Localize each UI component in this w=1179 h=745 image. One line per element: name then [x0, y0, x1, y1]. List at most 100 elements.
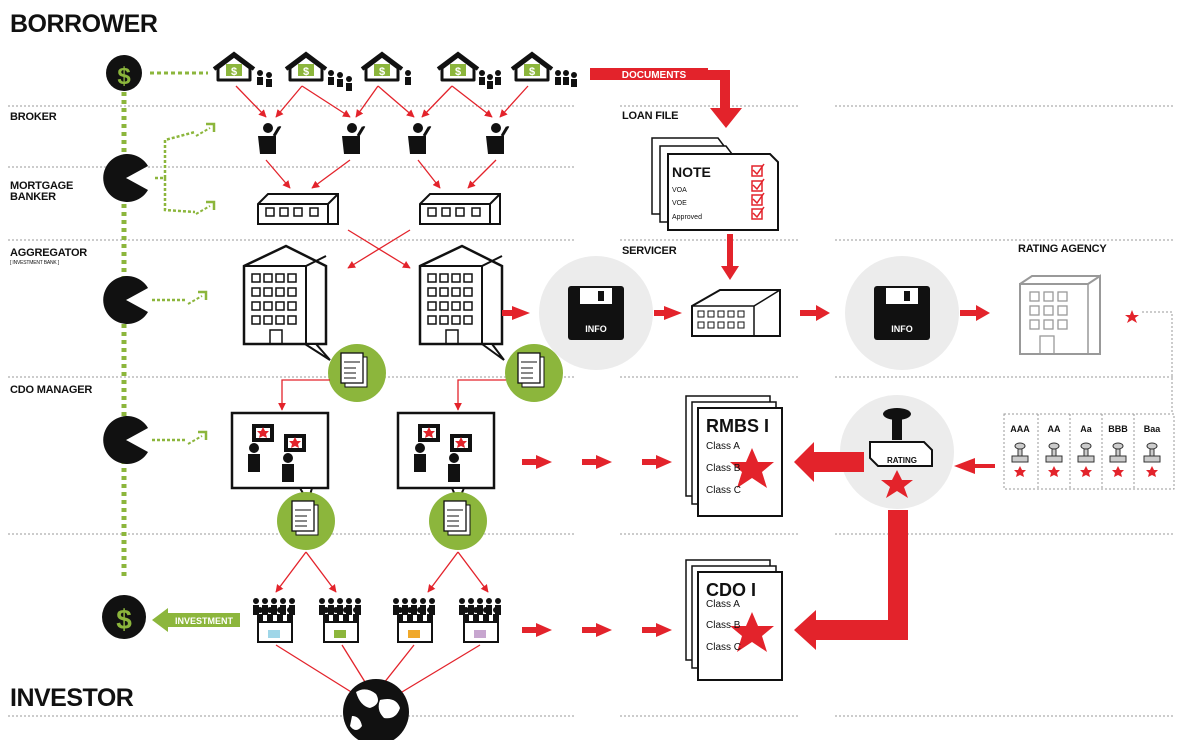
fee-arrow-head [194, 122, 216, 138]
rating-label: RATING [887, 456, 917, 465]
cdo-title: CDO I [706, 580, 756, 600]
aggregator-doc-circle [328, 344, 386, 402]
label-cdo-manager: CDO MANAGER [10, 384, 93, 396]
stamp-icons [1011, 442, 1161, 477]
label-investor: INVESTOR [10, 684, 134, 712]
mortgage-banker-building [257, 193, 339, 225]
investment-label: INVESTMENT [175, 616, 234, 626]
house-icon [360, 52, 404, 82]
person-icon [495, 70, 501, 85]
svg-text:$: $ [116, 604, 132, 635]
rating-aa: AA [1048, 424, 1061, 434]
row-separators [8, 105, 1175, 717]
rmbs-title: RMBS I [706, 416, 769, 436]
fee-arrow-head [186, 290, 208, 306]
person-icon [257, 70, 263, 85]
info-flow-arrows [502, 305, 990, 321]
person-icon [563, 70, 569, 85]
label-mortgage: MORTGAGE [10, 180, 74, 192]
investor-group-3 [392, 597, 436, 643]
broker-banker-links [265, 159, 497, 189]
loanfile-servicer-arrow [721, 234, 739, 280]
globe-icon [343, 679, 409, 745]
rmbs-class-c: Class C [706, 485, 741, 496]
cdo-class-a: Class A [706, 599, 740, 610]
broker-icon [340, 120, 370, 156]
loan-file-voa: VOA [672, 187, 687, 194]
svg-text:$: $ [117, 63, 131, 90]
info-label: INFO [891, 324, 913, 334]
stamp-to-cdo-arrow [794, 510, 908, 650]
label-banker: BANKER [10, 191, 56, 203]
checkbox-icons [751, 163, 765, 220]
security-flow-arrows [522, 455, 672, 637]
house-icon [212, 52, 256, 82]
cdo-pacman-icon [103, 416, 148, 464]
cdo-document: CDO I Class A Class B Class C [685, 559, 783, 681]
cdo-manager-desk-1 [230, 411, 330, 505]
aggregator-doc-circle [505, 344, 563, 402]
rating-aaa: AAA [1010, 424, 1030, 434]
banker-aggregator-links [347, 229, 411, 269]
stamp-to-rmbs-arrow [794, 442, 864, 482]
rating-aa-lower: Aa [1080, 424, 1092, 434]
loan-file-voe: VOE [672, 200, 687, 207]
person-icon [337, 72, 343, 87]
aggregator-pacman-icon [103, 276, 148, 324]
cdo-doc-circle [429, 492, 487, 550]
house-broker-links [235, 85, 529, 118]
rating-agency-building [1019, 274, 1101, 355]
grid-to-stamp-arrow [954, 458, 995, 474]
person-icon [487, 74, 493, 89]
info-circle-left: INFO [539, 256, 653, 370]
investment-arrow: INVESTMENT [152, 608, 240, 632]
documents-arrow: DOCUMENTS [590, 68, 742, 128]
dog-icon [346, 76, 352, 91]
broker-icon [406, 120, 436, 156]
label-rating-agency: RATING AGENCY [1018, 243, 1107, 255]
cdo-class-c: Class C [706, 642, 741, 653]
person-icon [328, 70, 334, 85]
cdo-investor-links [275, 551, 489, 593]
mortgage-banker-building [419, 193, 501, 225]
star-icon [881, 470, 913, 498]
rmbs-document: RMBS I Class A Class B Class C [685, 395, 783, 517]
cdo-class-b: Class B [706, 620, 741, 631]
loan-file-note-title: NOTE [672, 164, 711, 180]
label-borrower: BORROWER [10, 10, 158, 38]
rating-link [1142, 311, 1173, 412]
documents-label: DOCUMENTS [622, 70, 687, 81]
fee-arrow-banker [163, 178, 196, 214]
fee-arrow-head [194, 200, 216, 216]
investor-group-1 [252, 597, 296, 643]
label-broker: BROKER [10, 111, 57, 123]
cdo-doc-circle [277, 492, 335, 550]
loan-file-document: NOTE VOA VOE Approved [651, 137, 779, 231]
house-icon [510, 52, 554, 82]
rmbs-class-a: Class A [706, 441, 740, 452]
broker-icon [256, 120, 286, 156]
broker-icon [484, 120, 514, 156]
aggregator-cdo-links [278, 379, 506, 411]
investor-group-2 [318, 597, 362, 643]
rating-stamp-circle: RATING [840, 395, 954, 509]
loan-file-approved: Approved [672, 214, 702, 221]
rating-baa: Baa [1144, 424, 1162, 434]
fee-arrow-broker [155, 130, 196, 180]
borrower-houses [212, 52, 577, 91]
investor-group-4 [458, 597, 502, 643]
ratings-grid: AAA AA Aa BBB Baa [1003, 413, 1175, 490]
rating-bbb: BBB [1108, 424, 1128, 434]
aggregator-tower-2 [418, 244, 505, 361]
star-icon [1125, 310, 1139, 323]
label-loan-file: LOAN FILE [622, 110, 679, 122]
person-icon [266, 72, 272, 87]
label-aggregator: AGGREGATOR [10, 247, 88, 259]
person-icon [405, 70, 411, 85]
person-icon [571, 72, 577, 87]
person-icon [479, 70, 485, 85]
label-aggregator-sub: [ INVESTMENT BANK ] [10, 260, 59, 266]
info-label: INFO [585, 324, 607, 334]
